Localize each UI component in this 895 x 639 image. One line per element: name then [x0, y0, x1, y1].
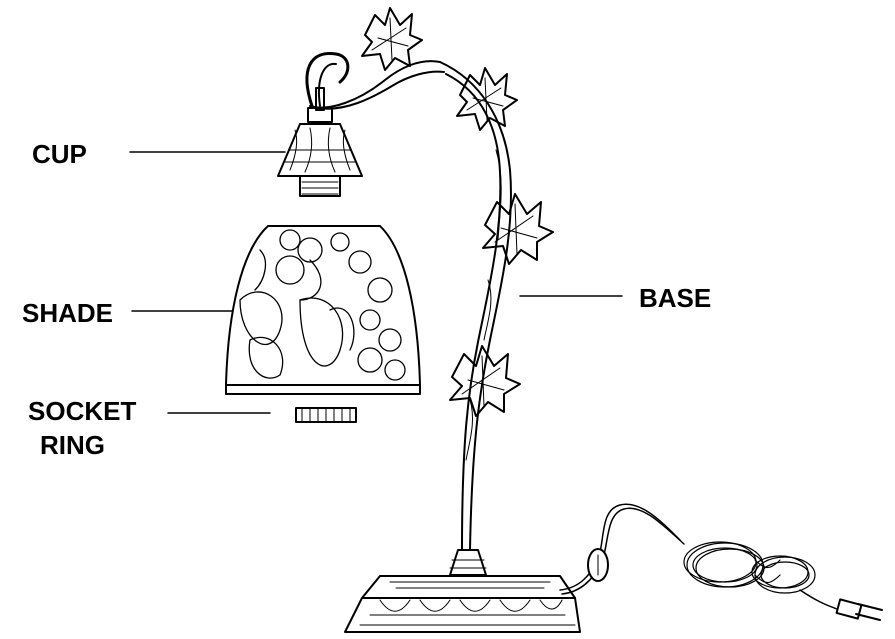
- lamp-base: [345, 550, 580, 632]
- socket-ring-label-line1: SOCKET: [28, 394, 136, 428]
- leaf-4: [450, 346, 520, 416]
- leaf-3: [483, 194, 553, 264]
- socket-ring-label-line2: RING: [40, 428, 105, 462]
- plug: [837, 599, 882, 620]
- power-cord: [560, 504, 882, 620]
- socket-ring: [296, 408, 356, 422]
- cord-switch: [588, 549, 608, 581]
- shade: [226, 226, 420, 394]
- leaf-top: [362, 8, 422, 70]
- base-label: BASE: [639, 281, 711, 315]
- hook-arm: [307, 53, 444, 108]
- coiled-cord: [684, 542, 815, 593]
- shade-label: SHADE: [22, 296, 113, 330]
- cup-label: CUP: [32, 137, 87, 171]
- stem: [440, 62, 511, 550]
